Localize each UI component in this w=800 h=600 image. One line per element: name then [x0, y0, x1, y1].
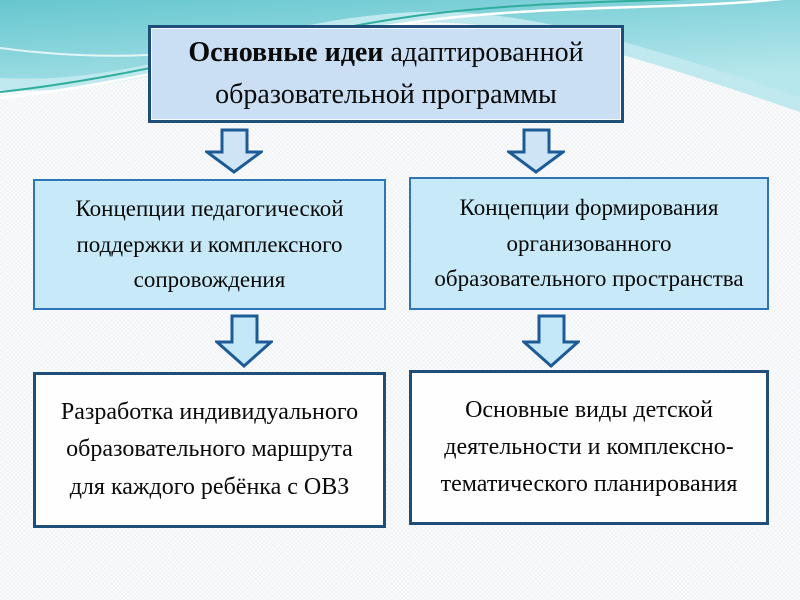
down-arrow-icon — [507, 128, 565, 174]
result-right-text: Основные виды детской деятельности и ком… — [441, 392, 738, 504]
title-text: Основные идеи адаптированной образовател… — [188, 32, 583, 116]
concept-right-text: Концепции формирования организованного о… — [434, 190, 743, 297]
down-arrow-icon — [215, 314, 273, 368]
concept-right-line-2: организованного — [506, 230, 672, 256]
result-left-line-2: образовательного маршрута — [66, 436, 353, 463]
down-arrow-icon — [205, 128, 263, 174]
title-line-1: Основные идеи адаптированной — [188, 32, 583, 74]
concept-right-line-3: образовательного пространства — [434, 266, 744, 292]
title-box: Основные идеи адаптированной образовател… — [148, 25, 624, 123]
result-right-line-1: Основные виды детской — [465, 396, 713, 423]
concept-right-line-1: Концепции формирования — [459, 195, 719, 221]
result-right-line-3: тематического планирования — [440, 471, 738, 498]
title-bold-part: Основные идеи — [188, 37, 384, 68]
title-line-2: образовательной программы — [215, 79, 557, 110]
concept-left-line-3: сопровождения — [133, 267, 286, 293]
result-box-right: Основные виды детской деятельности и ком… — [409, 370, 769, 525]
down-arrow-icon — [522, 314, 580, 368]
result-left-line-1: Разработка индивидуального — [60, 399, 359, 426]
concept-box-left: Концепции педагогической поддержки и ком… — [33, 179, 386, 310]
concept-left-text: Концепции педагогической поддержки и ком… — [75, 191, 343, 298]
title-rest-part: адаптированной — [383, 37, 584, 68]
result-right-line-2: деятельности и комплексно- — [444, 433, 734, 460]
concept-box-right: Концепции формирования организованного о… — [409, 177, 769, 310]
concept-left-line-1: Концепции педагогической — [75, 196, 344, 222]
concept-left-line-2: поддержки и комплексного — [76, 231, 343, 257]
result-box-left: Разработка индивидуального образовательн… — [33, 372, 386, 528]
result-left-text: Разработка индивидуального образовательн… — [61, 394, 358, 506]
result-left-line-3: для каждого ребёнка с ОВЗ — [69, 473, 350, 500]
